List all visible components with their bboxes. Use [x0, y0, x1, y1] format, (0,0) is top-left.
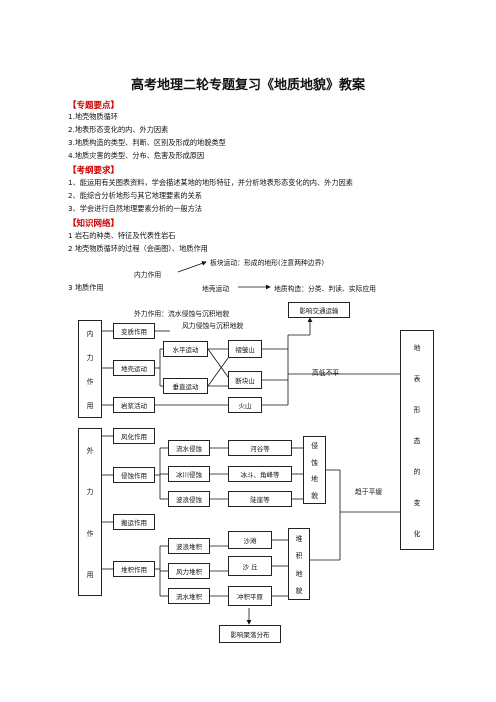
- list-item: 3、学会进行自然地理要素分析的一般方法: [68, 204, 202, 213]
- metamorphism-box: 变质作用: [113, 323, 155, 339]
- list-item: 1、能运用有关图表资料，学会描述某地的地形特征，并分析地表形态变化的内、外力因素: [68, 178, 353, 187]
- crust-movement-text: 地壳运动: [202, 285, 230, 293]
- deposition-landform-box: 堆积地貌: [288, 528, 310, 600]
- settlement-impact-box: 影响聚落分布: [219, 625, 281, 643]
- horizontal-movement-box: 水平运动: [163, 341, 208, 357]
- vertical-movement-box: 垂直运动: [163, 378, 208, 394]
- external-note-1: 外力作用：流水侵蚀与沉积地貌: [134, 310, 230, 318]
- knowledge-line-1: 1 岩石的种类、特征及代表性岩石: [68, 231, 176, 240]
- section-header-knowledge: 【知识网络】: [68, 219, 120, 229]
- running-water-erosion-box: 流水侵蚀: [168, 440, 210, 456]
- fold-mountain-box: 褶皱山: [228, 340, 262, 358]
- deposition-box: 堆积作用: [113, 561, 155, 577]
- knowledge-line-2: 2 地壳物质循环的过程（会画图）、地质作用: [68, 244, 208, 253]
- plate-motion-text: 板块运动：形成的地形(注意两种边界): [210, 259, 325, 267]
- cliff-box: 陡崖等: [228, 491, 292, 507]
- geologic-structure-text: 地质构造：分类、判读、实际应用: [274, 285, 376, 293]
- erosion-box: 侵蚀作用: [113, 467, 155, 483]
- glacier-landform-box: 冰斗、角峰等: [228, 466, 292, 482]
- outer-force-box: 外力作用: [78, 428, 102, 596]
- inner-force-box: 内力作用: [78, 320, 102, 418]
- valley-box: 河谷等: [228, 440, 292, 456]
- uneven-label: 高低不平: [312, 369, 340, 377]
- list-item: 3.地质构造的类型、判断、区别及形成的地貌类型: [68, 138, 226, 147]
- list-item: 4.地质灾害的类型、分布、危害及形成原因: [68, 151, 205, 160]
- list-item: 1.地壳物质循环: [68, 112, 118, 121]
- landform-change-box: 地表形态的变化: [400, 330, 434, 550]
- dune-box: 沙 丘: [228, 556, 272, 576]
- wave-erosion-box: 波浪侵蚀: [168, 491, 210, 507]
- external-note-2: 风力侵蚀与沉积地貌: [182, 322, 244, 330]
- section-header-key-points: 【专题要点】: [68, 101, 120, 111]
- erosion-landform-box: 侵蚀地貌: [303, 436, 326, 504]
- volcano-box: 火山: [228, 397, 262, 413]
- magma-activity-box: 岩浆活动: [113, 397, 155, 413]
- traffic-impact-box: 影响交通运输: [288, 302, 350, 318]
- fault-block-mountain-box: 断块山: [228, 371, 262, 389]
- knowledge-line-3: 3 地质作用: [68, 283, 104, 292]
- page-title: 高考地理二轮专题复习《地质地貌》教案: [130, 78, 365, 93]
- glacier-erosion-box: 冰川侵蚀: [168, 466, 210, 482]
- section-header-requirements: 【考纲要求】: [68, 166, 120, 176]
- weathering-box: 风化作用: [113, 428, 155, 444]
- alluvial-plain-box: 冲积平原: [228, 586, 272, 606]
- tend-flat-label: 趋于平缓: [355, 488, 383, 496]
- crust-movement-box: 地壳运动: [113, 360, 155, 376]
- beach-box: 沙滩: [228, 531, 272, 549]
- water-deposition-box: 流水堆积: [168, 588, 210, 604]
- transport-box: 搬运作用: [113, 514, 155, 530]
- inner-force-text: 内力作用: [134, 271, 162, 279]
- list-item: 2、能综合分析地形与其它地理要素的关系: [68, 191, 202, 200]
- wave-deposition-box: 波浪堆积: [168, 538, 210, 554]
- wind-deposition-box: 风力堆积: [168, 563, 210, 579]
- list-item: 2.地表形态变化的内、外力因素: [68, 125, 169, 134]
